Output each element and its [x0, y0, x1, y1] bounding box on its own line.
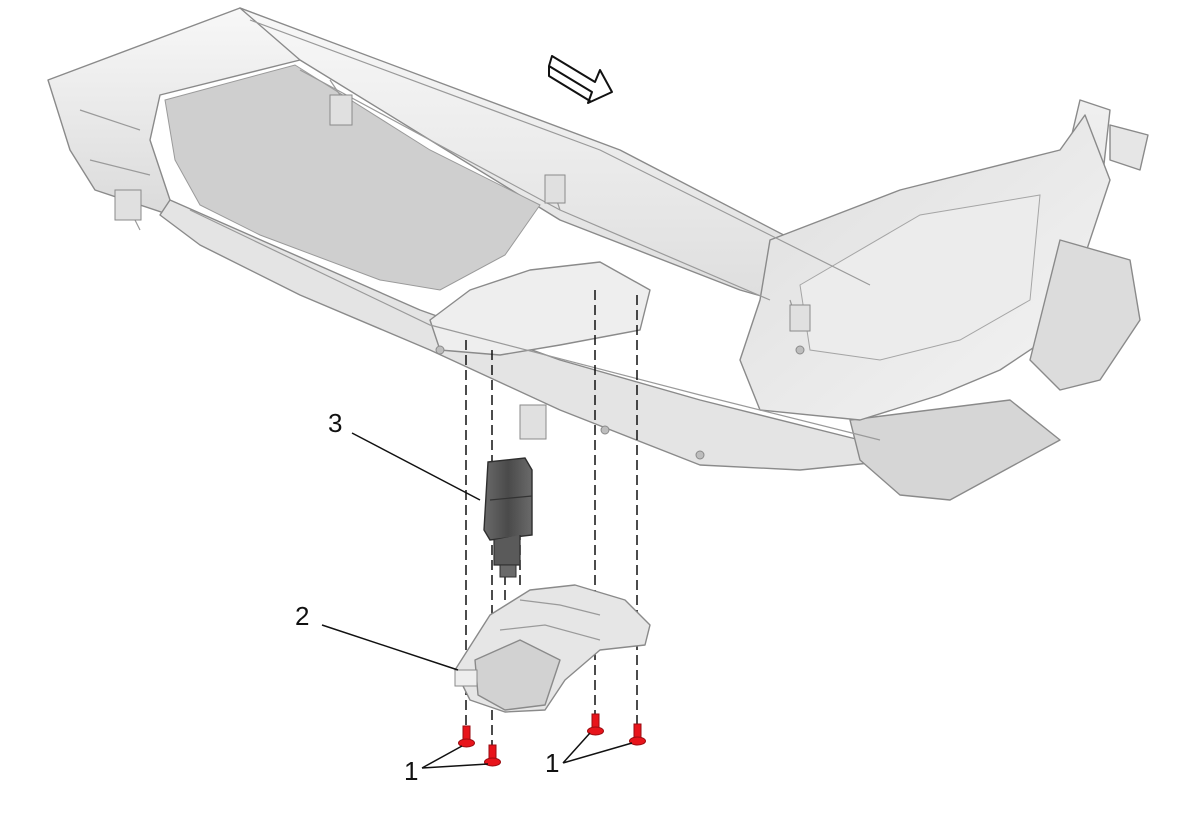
console-trim-panel [47, 7, 1149, 501]
mounting-bracket [454, 584, 651, 713]
screw-icon [587, 713, 604, 736]
forward-arrow-icon [548, 55, 613, 104]
callout-3: 3 [328, 408, 342, 438]
screws [458, 713, 646, 767]
screw-icon [484, 744, 501, 767]
screw-icon [629, 723, 646, 746]
electrical-connector [483, 457, 533, 578]
callout-2: 2 [295, 601, 309, 631]
callout-1-left: 1 [404, 756, 418, 786]
screw-icon [458, 725, 475, 748]
leader-lines [321, 432, 633, 769]
callout-1-right: 1 [545, 748, 559, 778]
